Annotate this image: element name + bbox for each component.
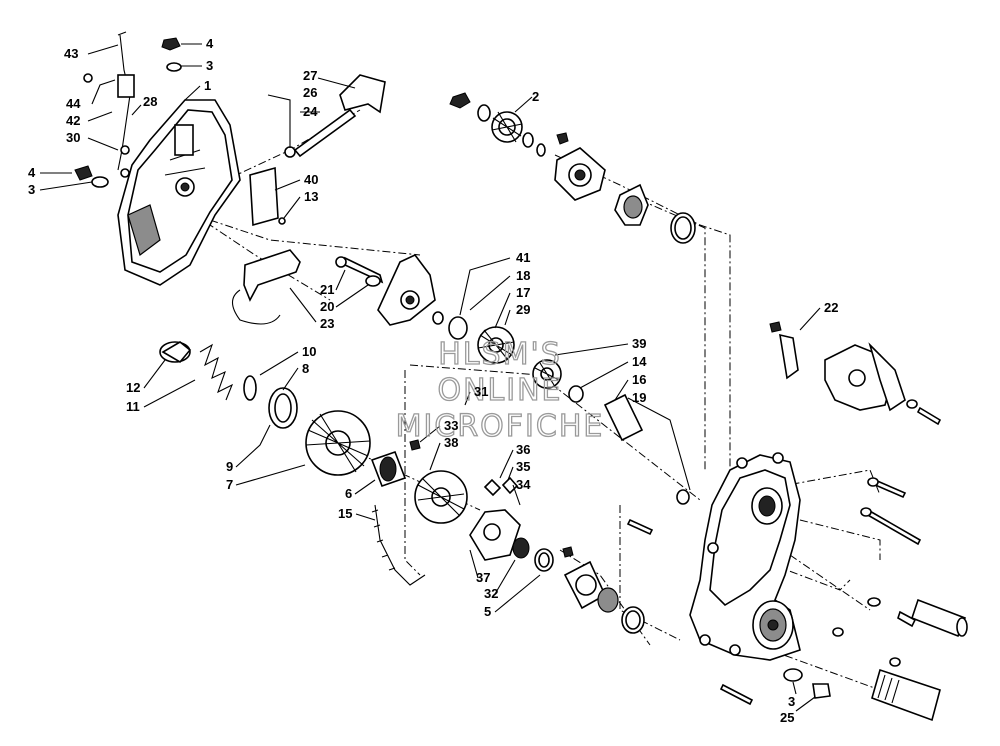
callout-2: 2	[532, 89, 539, 104]
watermark-line-3: MICROFICHE	[396, 409, 605, 444]
callout-26: 26	[303, 85, 317, 100]
callout-24: 24	[303, 104, 318, 119]
plate	[249, 166, 286, 227]
callout-14: 14	[632, 354, 647, 369]
callout-28: 28	[143, 94, 157, 109]
watermark-line-1: HLSM'S	[438, 337, 562, 372]
drive-chain	[371, 504, 426, 586]
callout-41: 41	[516, 250, 530, 265]
callout-3-left: 3	[28, 182, 35, 197]
callout-17: 17	[516, 285, 530, 300]
callout-15: 15	[338, 506, 352, 521]
callout-40: 40	[304, 172, 318, 187]
callout-10: 10	[302, 344, 316, 359]
callout-23: 23	[320, 316, 334, 331]
callout-18: 18	[516, 268, 530, 283]
callout-6: 6	[345, 486, 352, 501]
retaining-clip	[231, 249, 301, 325]
callout-8: 8	[302, 361, 309, 376]
callout-35: 35	[516, 459, 530, 474]
housing-bolts	[626, 477, 922, 706]
callout-25: 25	[780, 710, 794, 725]
callout-16: 16	[632, 372, 646, 387]
large-sprocket	[305, 410, 371, 476]
callout-22: 22	[824, 300, 838, 315]
callout-12: 12	[126, 380, 140, 395]
callout-27: 27	[303, 68, 317, 83]
callout-4-left: 4	[28, 165, 36, 180]
nut-washer-left	[74, 165, 130, 188]
cable-assembly	[83, 31, 135, 171]
callout-42: 42	[66, 113, 80, 128]
shift-shaft	[284, 74, 386, 158]
center-sprocket-stack	[409, 439, 554, 572]
callout-30: 30	[66, 130, 80, 145]
mid-sprocket	[477, 326, 515, 364]
callout-1: 1	[204, 78, 211, 93]
spring	[199, 343, 234, 401]
callout-7: 7	[226, 477, 233, 492]
callout-38: 38	[444, 435, 458, 450]
callout-19: 19	[632, 390, 646, 405]
lower-bearing-stack	[562, 546, 645, 634]
chaincase-housing	[689, 452, 801, 661]
leader-lines	[39, 43, 821, 712]
callout-13: 13	[304, 189, 318, 204]
brake-guard	[769, 321, 942, 426]
callout-21: 21	[320, 282, 334, 297]
callout-9: 9	[226, 459, 233, 474]
callout-20: 20	[320, 299, 334, 314]
small-sprocket	[532, 359, 562, 389]
callout-39: 39	[632, 336, 646, 351]
callout-labels: 43 4 3 1 44 28 42 30 4 3 27 26 24 40 13 …	[28, 36, 838, 725]
watermark: HLSM'S ONLINE MICROFICHE	[395, 336, 605, 444]
callout-36: 36	[516, 442, 530, 457]
upper-sprocket	[491, 111, 523, 143]
callout-43: 43	[64, 46, 78, 61]
callout-29: 29	[516, 302, 530, 317]
mid-stack	[335, 254, 690, 505]
callout-3-top: 3	[206, 58, 213, 73]
watermark-line-2: ONLINE	[437, 373, 562, 408]
nut-washer-top	[161, 37, 182, 72]
chaincase-cover	[117, 99, 241, 286]
callout-33: 33	[444, 418, 458, 433]
callout-32: 32	[484, 586, 498, 601]
callout-3-bottom: 3	[788, 694, 795, 709]
upper-shaft-stack	[449, 92, 696, 244]
left-drive-stack	[159, 341, 426, 586]
callout-4-top: 4	[206, 36, 214, 51]
callout-11: 11	[126, 399, 140, 414]
callout-5: 5	[484, 604, 491, 619]
callout-34: 34	[516, 477, 531, 492]
output-shafts	[871, 598, 968, 722]
callout-31: 31	[474, 384, 488, 399]
callout-44: 44	[66, 96, 81, 111]
callout-37: 37	[476, 570, 490, 585]
